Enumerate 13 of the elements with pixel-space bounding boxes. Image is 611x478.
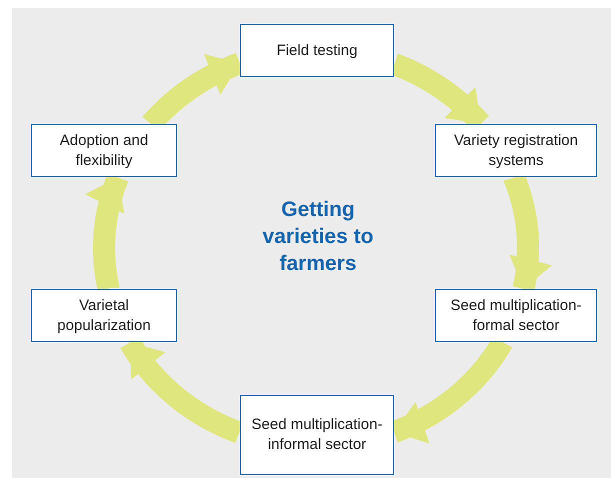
process-box (240, 24, 394, 77)
box-text: Adoption and flexibility (58, 130, 150, 170)
process-box (31, 124, 177, 177)
box-text: Seed multiplication-informal sector (250, 415, 384, 455)
process-box (240, 395, 394, 475)
box-text: Varietal popularization (56, 296, 152, 336)
box-text: Field testing (276, 40, 358, 60)
process-box (31, 289, 177, 342)
diagram-title: Getting varieties to farmers (262, 197, 374, 277)
process-box (435, 289, 597, 342)
box-text: Variety registration systems (453, 130, 579, 170)
process-box (435, 124, 597, 177)
box-text: Seed multiplication-formal sector (450, 296, 582, 336)
